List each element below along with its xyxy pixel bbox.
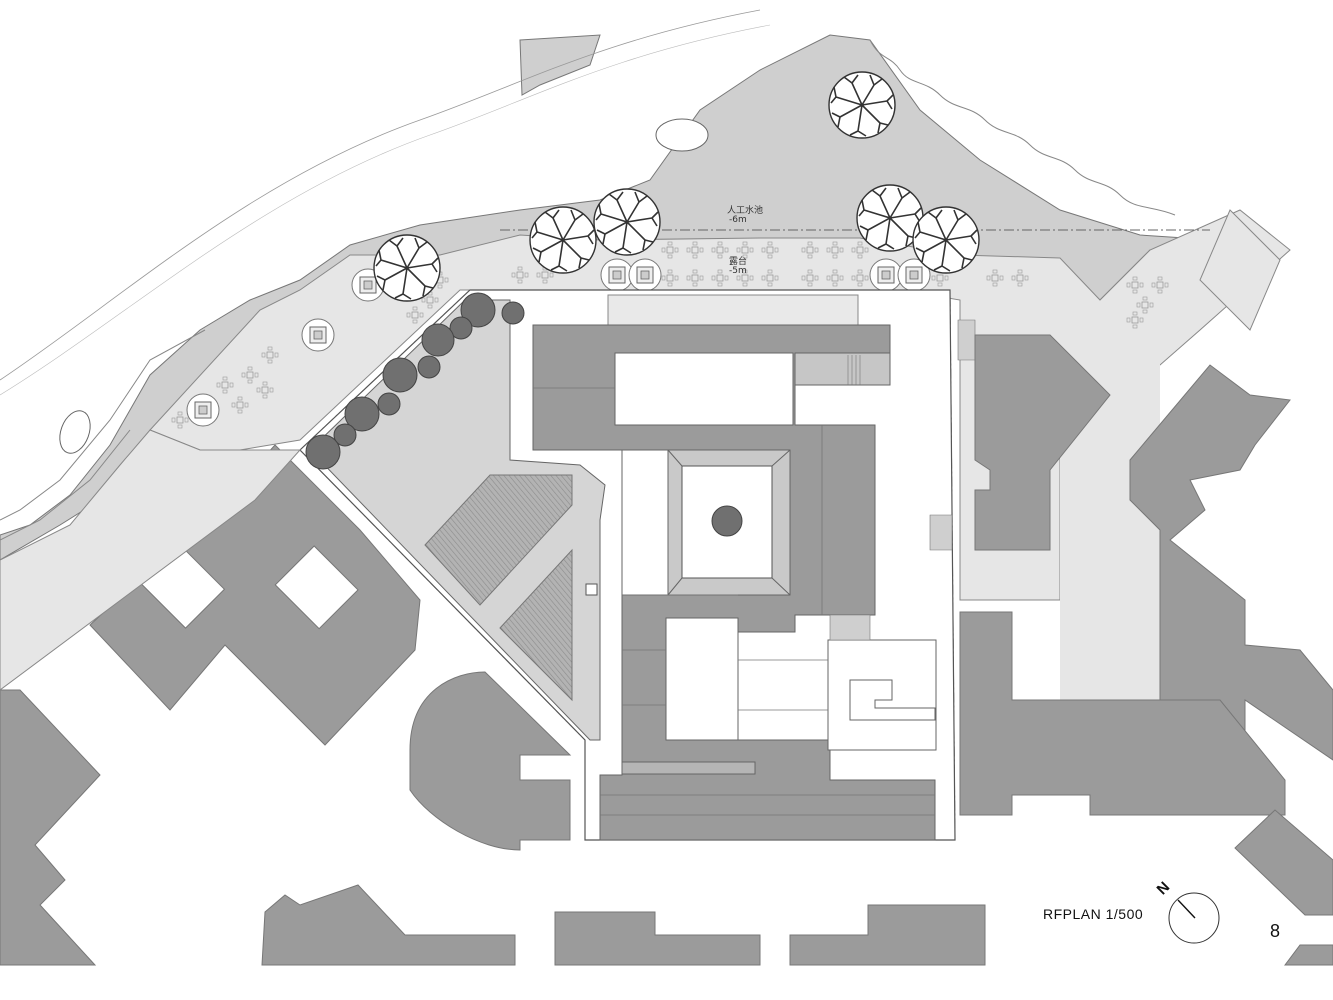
page-number: 8 <box>1270 921 1281 941</box>
terrace-label: 露台 <box>729 257 748 267</box>
shoreline-scallop <box>869 39 1176 216</box>
planter-icon <box>869 258 903 292</box>
surrounding-buildings <box>0 334 1333 966</box>
east-courtyard-paving <box>1060 360 1160 700</box>
hatched-planting-bed-1 <box>424 474 573 606</box>
planter-icon <box>600 258 634 292</box>
pond-rock-2 <box>59 410 91 454</box>
riverbank-path <box>0 429 131 541</box>
small-pavilion <box>585 583 598 596</box>
road-edge-line-1 <box>0 9 761 381</box>
planter-icon <box>628 258 662 292</box>
tree-canopy-icon <box>529 206 597 274</box>
tree-canopy-icon <box>828 71 896 139</box>
river-island <box>519 34 601 96</box>
tree-canopy-icon <box>593 188 661 256</box>
tree-canopy-icon <box>912 206 980 274</box>
terrace-level: -5m <box>729 266 747 276</box>
pond-level: -6m <box>729 215 747 225</box>
north-arrow-icon <box>1168 892 1220 944</box>
main-building <box>532 294 976 841</box>
tree-row <box>305 292 525 470</box>
river-wall <box>0 329 206 521</box>
drawing-title: RFPLAN 1/500 <box>1043 906 1144 922</box>
pond-rock-1 <box>655 118 709 152</box>
pond-label: 人工水池 <box>727 206 764 216</box>
tree-canopy-icon <box>373 234 441 302</box>
road-edge-line-2 <box>0 24 771 396</box>
west-street <box>0 429 302 691</box>
planter-icon <box>301 318 335 352</box>
hatched-planting-bed-2 <box>499 548 573 702</box>
courtyard-tree <box>711 505 743 537</box>
east-ramp <box>1199 209 1281 331</box>
courtyard-void-2 <box>274 545 359 630</box>
planter-icon <box>186 393 220 427</box>
